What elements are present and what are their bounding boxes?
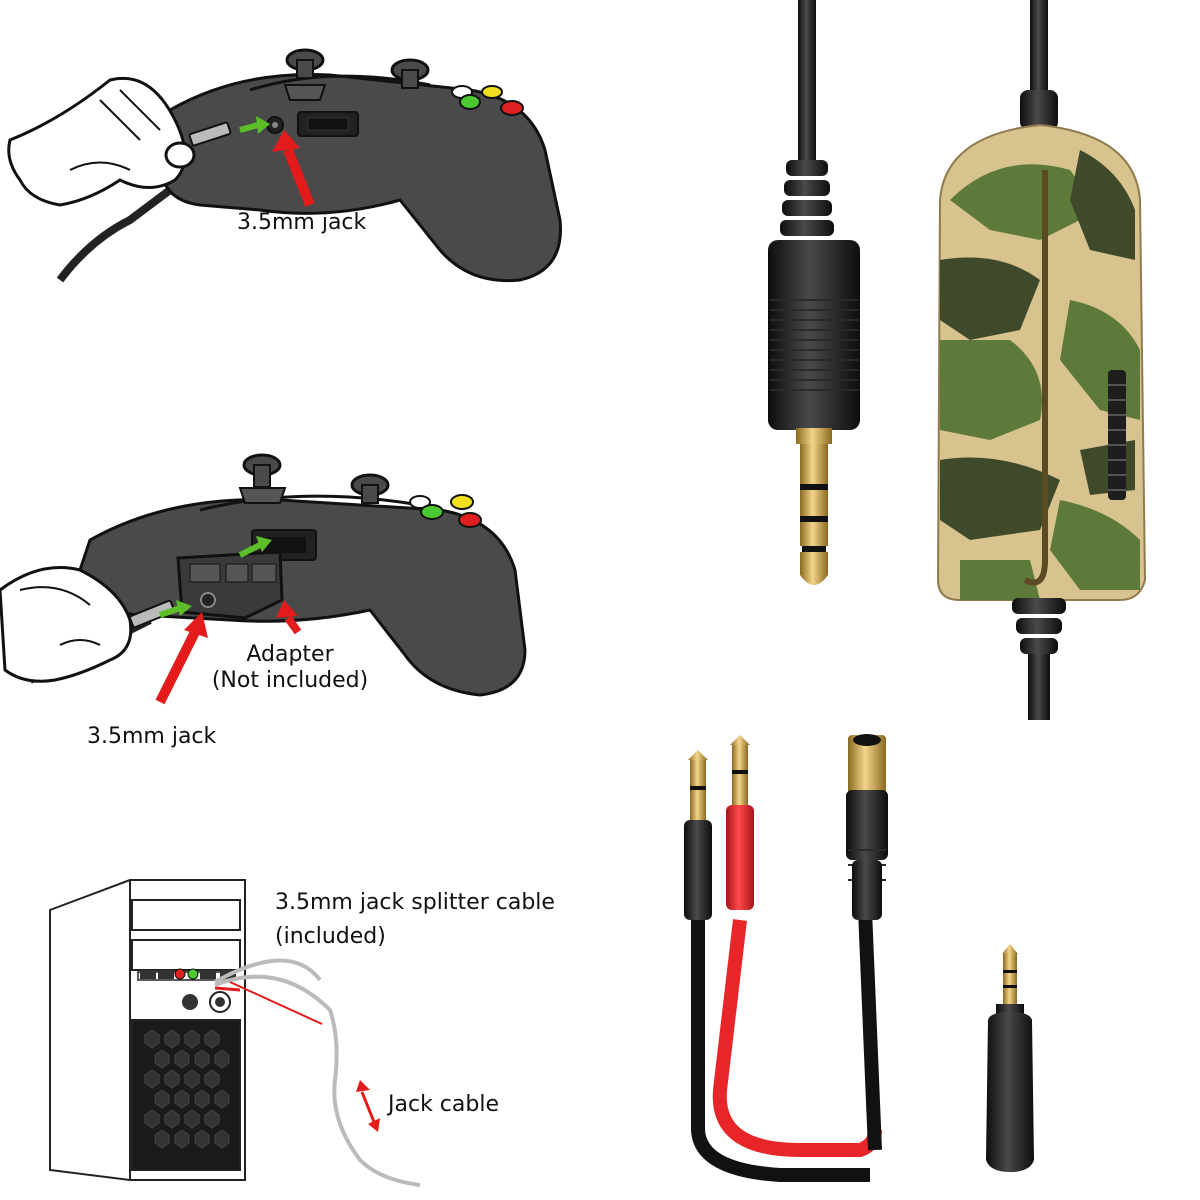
label-adapter-line2: (Not included)	[211, 668, 369, 694]
hand-icon	[7, 76, 187, 207]
green-arrow-icon	[159, 600, 192, 618]
controller-adapter-illustration	[0, 453, 527, 705]
hand-icon	[0, 566, 133, 683]
red-arrow-icon	[272, 130, 315, 207]
splitter-cable-photo	[684, 734, 888, 1182]
label-splitter-line2: (included)	[275, 924, 386, 950]
label-adapter-line1: Adapter	[246, 642, 334, 667]
label-adapter: Adapter (Not included)	[200, 642, 380, 695]
volume-wheel	[1108, 370, 1126, 500]
mini-plug-adapter-photo	[986, 944, 1034, 1172]
pc-tower-illustration	[49, 879, 421, 1187]
inline-volume-control	[936, 123, 1147, 601]
double-arrow-icon	[356, 1080, 380, 1132]
label-splitter-line1: 3.5mm jack splitter cable	[275, 890, 555, 915]
green-arrow-icon	[238, 536, 272, 558]
plug-strain-relief	[780, 160, 834, 236]
label-jack-top: 3.5mm jack	[237, 210, 367, 235]
label-jack-middle: 3.5mm jack	[87, 724, 217, 749]
desktop-tower-icon	[49, 879, 246, 1181]
green-arrow-icon	[239, 116, 270, 134]
audio-plug-icon	[768, 240, 860, 430]
label-splitter-cable: 3.5mm jack splitter cable (included)	[275, 890, 555, 951]
controller-body	[158, 72, 562, 283]
red-arrow-icon	[155, 612, 208, 705]
headset-plug-and-inline-control	[768, 0, 1147, 720]
label-jack-cable: Jack cable	[388, 1092, 499, 1117]
red-arrow-icon	[276, 600, 302, 635]
headset-adapter-icon	[176, 550, 284, 620]
controller-top-illustration	[7, 48, 562, 283]
